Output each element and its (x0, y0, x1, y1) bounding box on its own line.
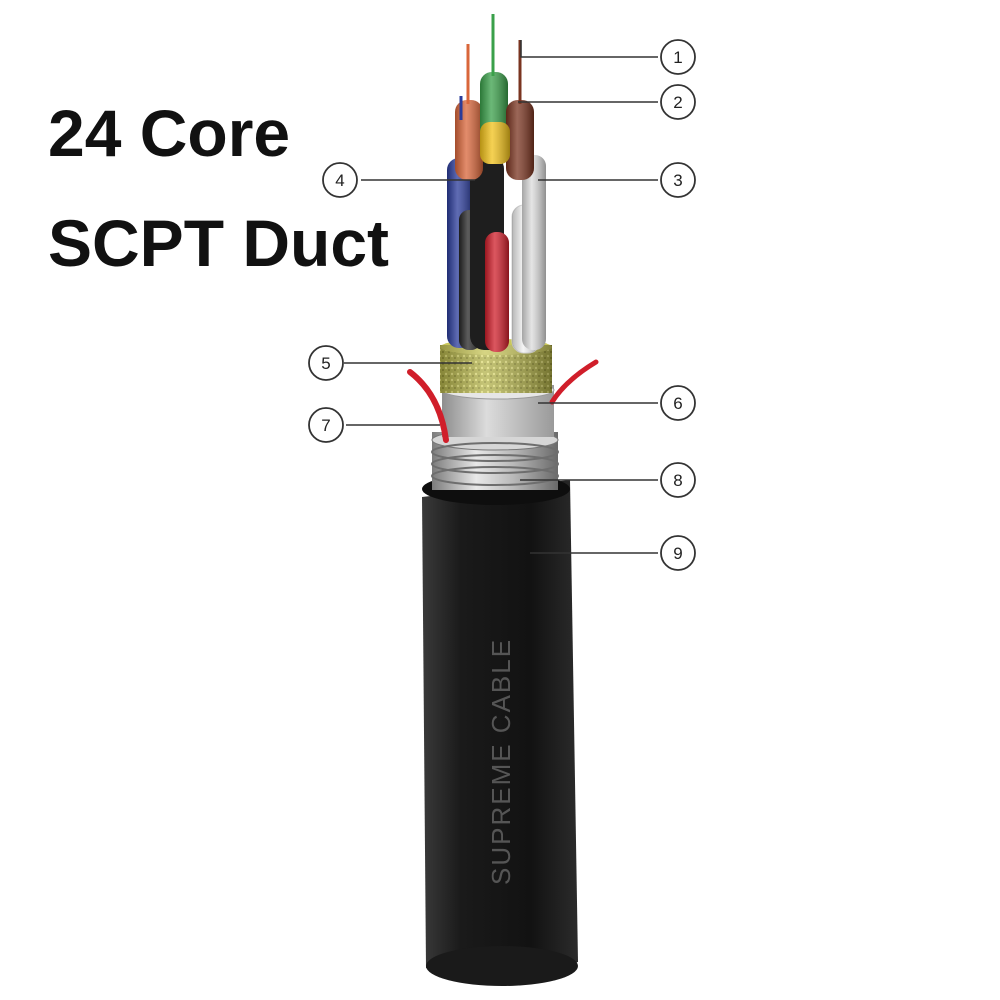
optical-fibers (459, 14, 522, 120)
callout-5-label: 5 (321, 354, 330, 373)
callout-6-label: 6 (673, 394, 682, 413)
leader-lines (344, 40, 658, 554)
callout-2: 2 (660, 84, 696, 120)
callout-2-label: 2 (673, 93, 682, 112)
ripcords (407, 359, 599, 443)
callout-4: 4 (322, 162, 358, 198)
upper-tubes (455, 72, 534, 180)
loose-tubes (447, 155, 546, 354)
title-line-1: 24 Core (48, 96, 291, 170)
jacket-print: SUPREME CABLE (486, 638, 516, 885)
callout-3: 3 (660, 162, 696, 198)
callout-8: 8 (660, 462, 696, 498)
callout-3-label: 3 (673, 171, 682, 190)
callout-9: 9 (660, 535, 696, 571)
corrugated-steel-armour (431, 429, 559, 490)
callout-5: 5 (308, 345, 344, 381)
callout-9-label: 9 (673, 544, 682, 563)
callout-1: 1 (660, 39, 696, 75)
title-line-2: SCPT Duct (48, 206, 390, 280)
callout-7: 7 (308, 407, 344, 443)
callout-6: 6 (660, 385, 696, 421)
callout-8-label: 8 (673, 471, 682, 490)
callout-7-label: 7 (321, 416, 330, 435)
callout-4-label: 4 (335, 171, 344, 190)
callout-1-label: 1 (673, 48, 682, 67)
